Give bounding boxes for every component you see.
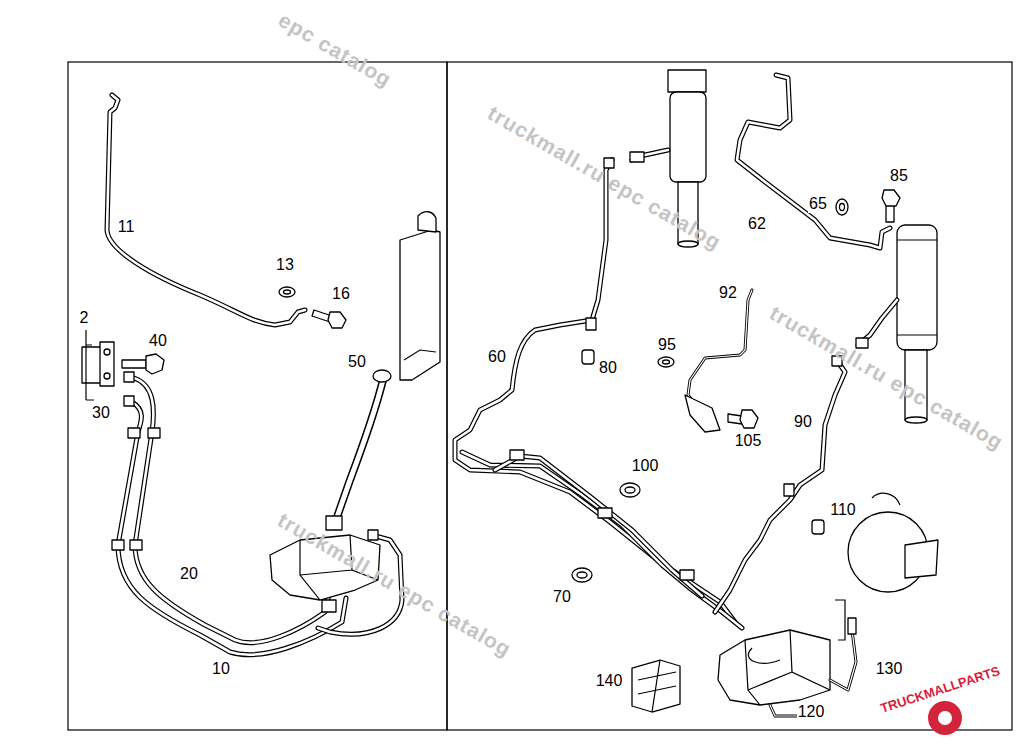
callout-number: 16 bbox=[331, 285, 351, 303]
callout-number: 100 bbox=[631, 457, 660, 475]
watermark: truckmall.ru epc catalog bbox=[766, 302, 1008, 455]
callout-number: 130 bbox=[875, 660, 904, 678]
callout-number: 50 bbox=[347, 353, 367, 371]
callout-number: 20 bbox=[179, 565, 199, 583]
callout-number: 92 bbox=[718, 284, 738, 302]
callout-number: 105 bbox=[734, 432, 763, 450]
callout-number: 120 bbox=[797, 703, 826, 721]
watermark: truckmall.ru epc catalog bbox=[484, 102, 726, 255]
callout-number: 62 bbox=[747, 215, 767, 233]
callout-number: 11 bbox=[117, 218, 136, 236]
callout-number: 30 bbox=[91, 404, 111, 422]
callout-number: 95 bbox=[657, 336, 677, 354]
callout-number: 80 bbox=[598, 359, 618, 377]
callout-number: 110 bbox=[829, 501, 857, 519]
callout-number: 10 bbox=[211, 660, 231, 678]
watermark: truckmall.ru epc catalog bbox=[274, 509, 516, 662]
callout-number: 13 bbox=[275, 256, 295, 274]
callout-number: 60 bbox=[487, 348, 507, 366]
callout-number: 70 bbox=[552, 588, 572, 606]
callout-number: 2 bbox=[79, 309, 90, 327]
callout-number: 85 bbox=[889, 167, 909, 185]
watermark: epc catalog bbox=[274, 8, 395, 91]
callout-number: 65 bbox=[808, 195, 828, 213]
callout-number: 90 bbox=[793, 413, 813, 431]
callout-number: 40 bbox=[148, 332, 168, 350]
callout-number: 140 bbox=[595, 672, 624, 690]
